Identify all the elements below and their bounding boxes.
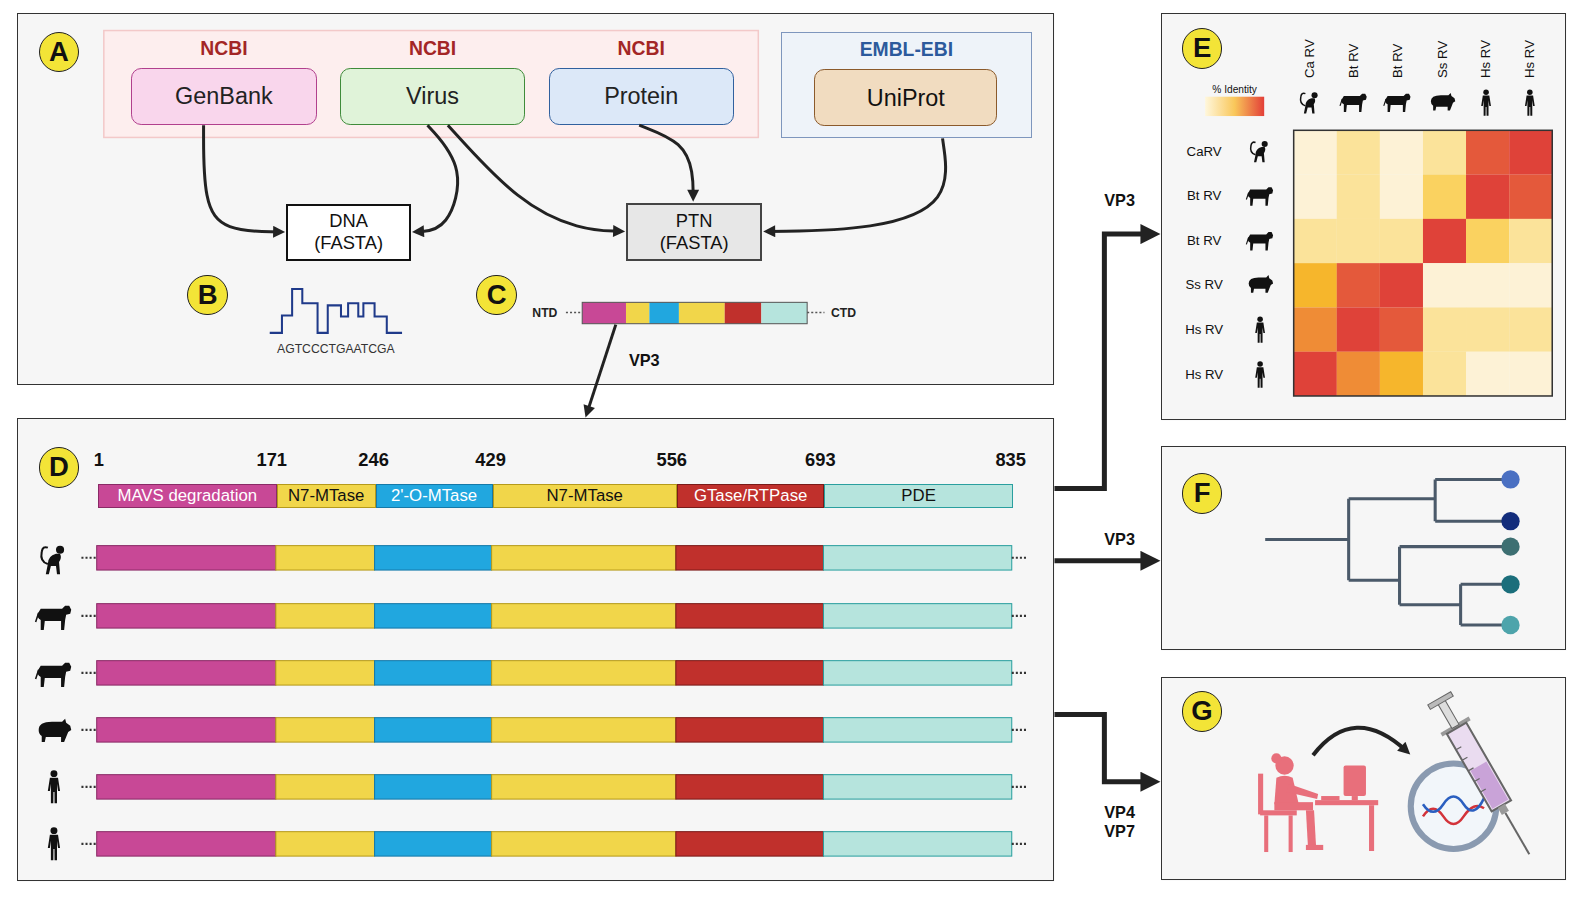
panel-letter: G	[1182, 691, 1223, 732]
residue-number: 171	[256, 450, 287, 471]
database-box: NCBIProtein	[549, 68, 734, 125]
domain-box: N7-MTase	[493, 484, 677, 507]
column-header: Hs RV	[1522, 40, 1537, 78]
sub-panel-letter: C	[476, 275, 517, 316]
domain-label: N7-MTase	[288, 486, 364, 506]
host-icons	[36, 89, 1535, 860]
domain-box: MAVS degradation	[98, 484, 277, 507]
terminus-label: CTD	[831, 302, 856, 324]
flow-arrow	[448, 125, 620, 231]
flow-arrow	[1054, 234, 1151, 488]
database-box: UniProt	[814, 69, 997, 126]
panel-letter: D	[39, 447, 80, 488]
row-header: Bt RV	[1187, 234, 1221, 249]
flow-arrow	[1054, 715, 1151, 782]
row-header: Hs RV	[1185, 367, 1223, 382]
file-box: DNA (FASTA)	[286, 204, 411, 261]
vaccine-design-illustration	[1258, 690, 1543, 862]
row-header: CaRV	[1187, 144, 1222, 159]
domain-box: PDE	[824, 484, 1012, 507]
edge-label: VP4 VP7	[1099, 804, 1140, 841]
sub-panel-badge: C	[476, 275, 517, 316]
database-name: Virus	[406, 83, 459, 110]
residue-number: 1	[94, 450, 104, 471]
source-label: NCBI	[341, 38, 524, 60]
sub-panel-letter: B	[187, 275, 228, 316]
residue-number: 246	[358, 450, 389, 471]
file-box: PTN (FASTA)	[626, 203, 762, 261]
sequence-rows	[81, 546, 1028, 856]
box-label: PTN (FASTA)	[648, 210, 740, 254]
chromatogram	[270, 289, 402, 333]
sub-panel-badge: B	[187, 275, 228, 316]
residue-number: 835	[995, 450, 1026, 471]
panel-letter: E	[1182, 28, 1223, 69]
protein-bar: NTD CTD	[532, 302, 856, 324]
database-name: Protein	[604, 83, 678, 110]
edge-label: VP3	[1104, 530, 1135, 549]
panel-ground	[17, 13, 1566, 881]
identity-scale	[1205, 97, 1264, 116]
edge-label: VP3	[1104, 190, 1135, 209]
protein-bar-graphic	[566, 302, 825, 323]
domain-label: PDE	[901, 486, 936, 506]
edge-label: VP3	[629, 351, 660, 370]
panel: D MAVS degradation N7-MTase 2'-O-MTase N7-MT…	[17, 418, 1054, 881]
panel: E	[1161, 13, 1566, 420]
domain-box: 2'-O-MTase	[376, 484, 493, 507]
domain-label: GTase/RTPase	[694, 486, 807, 506]
residue-number: 693	[805, 450, 836, 471]
panel: ANCBIGenBankNCBIVirusNCBIProteinEMBL-EBI…	[17, 13, 1054, 385]
column-header: Ss RV	[1435, 41, 1450, 78]
domain-box: N7-MTase	[277, 484, 376, 507]
column-header: Bt RV	[1346, 44, 1361, 78]
panel: G	[1161, 677, 1566, 881]
column-header: Hs RV	[1478, 40, 1493, 78]
flow-arrow	[417, 125, 457, 232]
phylogenetic-tree	[1265, 470, 1519, 634]
box-label: UniProt	[867, 84, 945, 112]
source-label: NCBI	[132, 38, 315, 60]
column-header: Ca RV	[1302, 40, 1317, 79]
box-label: DNA (FASTA)	[303, 210, 395, 254]
source-label: NCBI	[550, 38, 733, 60]
terminus-label: NTD	[532, 302, 557, 324]
domain-label: MAVS degradation	[117, 486, 257, 506]
column-header: Bt RV	[1390, 44, 1405, 78]
panel-letter: A	[39, 32, 80, 73]
flow-arrow	[204, 125, 280, 232]
source-group: EMBL-EBI UniProt	[781, 32, 1032, 139]
flow-arrow	[587, 325, 616, 413]
residue-number: 556	[657, 450, 688, 471]
ncbi-region	[104, 31, 758, 138]
sequence-text: AGTCCCTGAATCGA	[277, 342, 395, 356]
source-label: EMBL-EBI	[782, 39, 1031, 61]
database-name: GenBank	[175, 83, 273, 110]
row-header: Hs RV	[1185, 322, 1223, 337]
database-box: NCBIGenBank	[131, 68, 316, 125]
domain-box: GTase/RTPase	[677, 484, 825, 507]
panel: F	[1161, 446, 1566, 651]
scale-label: % Identity	[1212, 84, 1257, 96]
flow-arrow	[768, 138, 945, 231]
flow-arrow	[1054, 558, 1151, 563]
heatmap	[1294, 130, 1553, 396]
domain-label: 2'-O-MTase	[391, 486, 477, 506]
domain-label: N7-MTase	[546, 486, 622, 506]
row-header: Bt RV	[1187, 189, 1221, 204]
row-header: Ss RV	[1186, 277, 1223, 292]
flow-arrow	[639, 125, 693, 196]
database-box: NCBIVirus	[340, 68, 525, 125]
panel-letter: F	[1182, 473, 1223, 514]
residue-number: 429	[475, 450, 506, 471]
